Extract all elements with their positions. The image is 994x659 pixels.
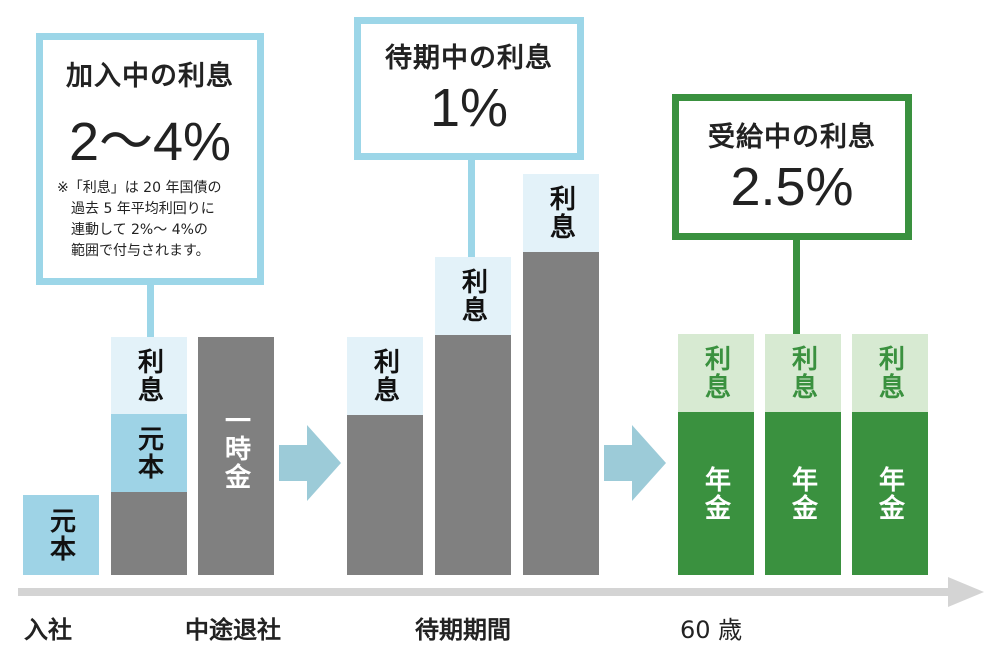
callout-waiting-rate: 1% [429,78,509,138]
interest-label: 利息 [874,345,905,401]
lump-sum-label: 一時金 [220,407,251,491]
waiting-base-block [347,415,423,575]
connector-joining [147,285,154,337]
interest-label: 利息 [700,345,731,401]
waiting-base-block [523,252,599,575]
callout-waiting-title: 待期中の利息 [385,43,553,74]
principal-label: 元本 [133,425,164,481]
interest-block: 利息 [852,334,928,412]
lump-sum-block: 一時金 [198,337,274,575]
pension-block: 年金 [678,412,754,575]
callout-waiting-interest: 待期中の利息 1% [354,17,584,160]
axis-label-waiting-period: 待期期間 [415,616,511,644]
callout-joining-interest: 加入中の利息 2〜4% ※「利息」は 20 年国債の 過去 5 年平均利回りに … [36,33,264,285]
callout-receiving-interest: 受給中の利息 2.5% [672,94,912,240]
principal-label: 元本 [45,507,76,563]
callout-receiving-title: 受給中の利息 [708,122,876,153]
interest-block: 利息 [347,337,423,415]
pension-label: 年金 [787,465,818,522]
accumulated-base-block [111,492,187,575]
principal-block: 元本 [23,495,99,575]
callout-receiving-rate: 2.5% [730,157,854,217]
interest-block: 利息 [435,257,511,335]
interest-block: 利息 [111,337,187,414]
interest-block: 利息 [678,334,754,412]
flow-arrow-icon [604,425,666,501]
connector-receiving [793,240,800,334]
note-line-3: 連動して 2%〜 4%の [71,222,208,238]
interest-block: 利息 [523,174,599,252]
pension-block: 年金 [852,412,928,575]
flow-arrow-icon [279,425,341,501]
principal-block: 元本 [111,414,187,492]
timeline-axis-arrow [18,577,984,607]
interest-label: 利息 [369,348,400,404]
connector-waiting [468,160,475,257]
interest-label: 利息 [133,347,164,404]
callout-joining-title: 加入中の利息 [66,61,234,92]
axis-label-mid-leave: 中途退社 [185,616,281,644]
interest-label: 利息 [457,268,488,324]
note-line-2: 過去 5 年平均利回りに [71,201,215,217]
note-line-4: 範囲で付与されます。 [71,243,210,259]
axis-label-joining: 入社 [24,616,72,644]
pension-block: 年金 [765,412,841,575]
interest-label: 利息 [787,345,818,401]
interest-label: 利息 [545,185,576,241]
note-line-1: ※「利息」は 20 年国債の [57,180,222,196]
waiting-base-block [435,335,511,575]
pension-label: 年金 [700,465,731,522]
callout-joining-note: ※「利息」は 20 年国債の 過去 5 年平均利回りに 連動して 2%〜 4%の… [43,178,257,262]
interest-block: 利息 [765,334,841,412]
callout-joining-rate: 2〜4% [68,112,232,172]
pension-label: 年金 [874,465,905,522]
axis-label-age-60: 60 歳 [680,616,743,644]
